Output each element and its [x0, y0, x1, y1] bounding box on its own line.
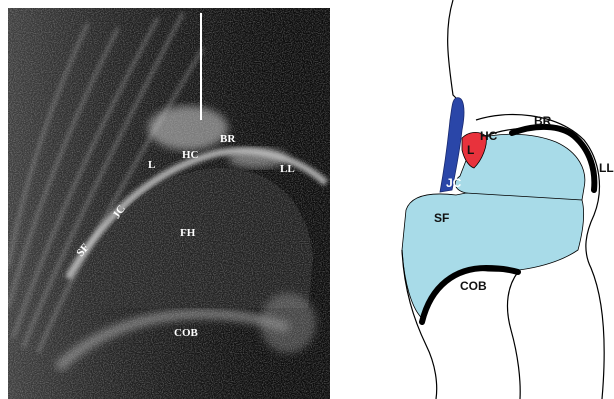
us-label-fh: FH [180, 227, 196, 239]
sch-label-hc: HC [480, 129, 498, 143]
us-label-cob: COB [174, 327, 199, 339]
sch-label-ll: LL [599, 161, 614, 175]
outline-upper [448, 0, 456, 98]
sch-label-sf: SF [434, 211, 449, 225]
sch-label-br: BR [534, 114, 552, 128]
sch-label-jc: JC [446, 176, 462, 190]
us-label-hc: HC [182, 149, 199, 161]
us-label-br: BR [220, 133, 236, 145]
us-label-l: L [148, 159, 155, 171]
us-label-ll: LL [280, 163, 295, 175]
sch-label-cob: COB [460, 279, 487, 293]
sch-label-l: L [467, 143, 474, 157]
outline-lower-inner [507, 272, 520, 399]
schematic-diagram: BR HC L LL JC SF COB [356, 0, 614, 399]
ultrasound-image: BR HC LL L JC FH SF COB [8, 8, 330, 399]
